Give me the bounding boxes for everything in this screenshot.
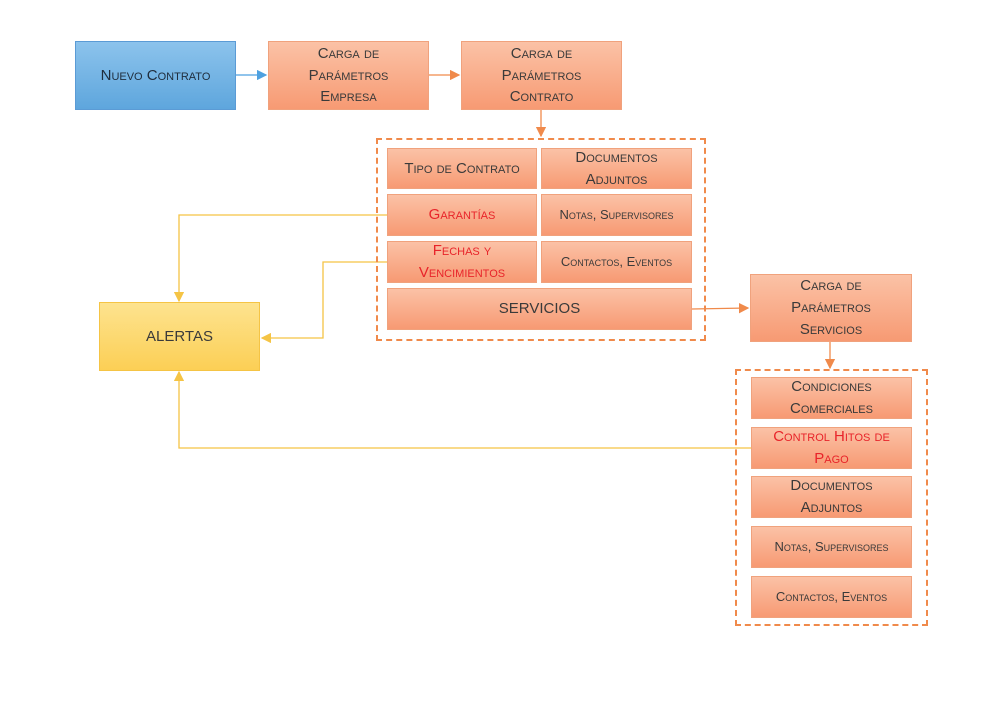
services-group xyxy=(735,369,928,626)
serv-contactos-node: Contactos, Eventos xyxy=(751,576,912,618)
garantias-label: Garantías xyxy=(428,206,496,224)
carga-empresa-node: Carga de Parámetros Empresa xyxy=(268,41,429,110)
documentos-adjuntos-node: Documentos Adjuntos xyxy=(541,148,692,189)
serv-documentos-line-2: Adjuntos xyxy=(800,499,863,516)
arrow-garantias-to-alertas xyxy=(173,214,387,303)
documentos-adjuntos-line-1: Documentos xyxy=(575,148,658,166)
alertas-node: ALERTAS xyxy=(99,302,260,371)
control-hitos-line-1: Control Hitos de xyxy=(773,428,890,446)
serv-notas-label: Notas, Supervisores xyxy=(774,538,889,554)
carga-empresa-line-2: Parámetros xyxy=(308,66,389,84)
serv-documentos-node: Documentos Adjuntos xyxy=(751,476,912,518)
notas-supervisores-node: Notas, Supervisores xyxy=(541,194,692,236)
carga-servicios-node: Carga de Parámetros Servicios xyxy=(750,274,912,342)
servicios-node: SERVICIOS xyxy=(387,288,692,330)
tipo-contrato-node: Tipo de Contrato xyxy=(387,148,537,189)
fechas-vencimientos-line-2: Vencimientos xyxy=(418,264,506,281)
carga-servicios-line-1: Carga de xyxy=(800,277,862,295)
carga-contrato-line-3: Contrato xyxy=(509,88,574,106)
condiciones-comerciales-line-2: Comerciales xyxy=(790,400,873,417)
fechas-vencimientos-node: Fechas y Vencimientos xyxy=(387,241,537,283)
serv-documentos-line-1: Documentos xyxy=(790,477,873,495)
carga-contrato-node: Carga de Parámetros Contrato xyxy=(461,41,622,110)
serv-notas-node: Notas, Supervisores xyxy=(751,526,912,568)
alertas-label: ALERTAS xyxy=(146,327,213,345)
carga-empresa-line-3: Empresa xyxy=(320,88,377,106)
carga-contrato-line-2: Parámetros xyxy=(501,66,582,84)
tipo-contrato-label: Tipo de Contrato xyxy=(404,159,520,177)
contactos-eventos-label: Contactos, Eventos xyxy=(560,253,673,269)
carga-servicios-line-2: Parámetros xyxy=(791,299,871,317)
control-hitos-node: Control Hitos de Pago xyxy=(751,427,912,469)
carga-contrato-line-1: Carga de xyxy=(510,44,573,62)
notas-supervisores-label: Notas, Supervisores xyxy=(559,206,674,222)
serv-contactos-label: Contactos, Eventos xyxy=(775,588,888,604)
condiciones-comerciales-line-1: Condiciones xyxy=(791,378,872,396)
documentos-adjuntos-line-2: Adjuntos xyxy=(585,170,648,188)
garantias-node: Garantías xyxy=(387,194,537,236)
fechas-vencimientos-line-1: Fechas y xyxy=(432,242,492,260)
servicios-label: SERVICIOS xyxy=(498,300,581,318)
arrow-fechas-to-alertas xyxy=(260,261,387,344)
nuevo-contrato-label: Nuevo Contrato xyxy=(100,66,211,84)
contract-group xyxy=(376,138,706,341)
nuevo-contrato-node: Nuevo Contrato xyxy=(75,41,236,110)
arrow-hitos-to-alertas xyxy=(173,370,751,449)
carga-servicios-line-3: Servicios xyxy=(799,320,863,338)
carga-empresa-line-1: Carga de xyxy=(317,44,380,62)
contactos-eventos-node: Contactos, Eventos xyxy=(541,241,692,283)
control-hitos-line-2: Pago xyxy=(814,450,849,467)
condiciones-comerciales-node: Condiciones Comerciales xyxy=(751,377,912,419)
